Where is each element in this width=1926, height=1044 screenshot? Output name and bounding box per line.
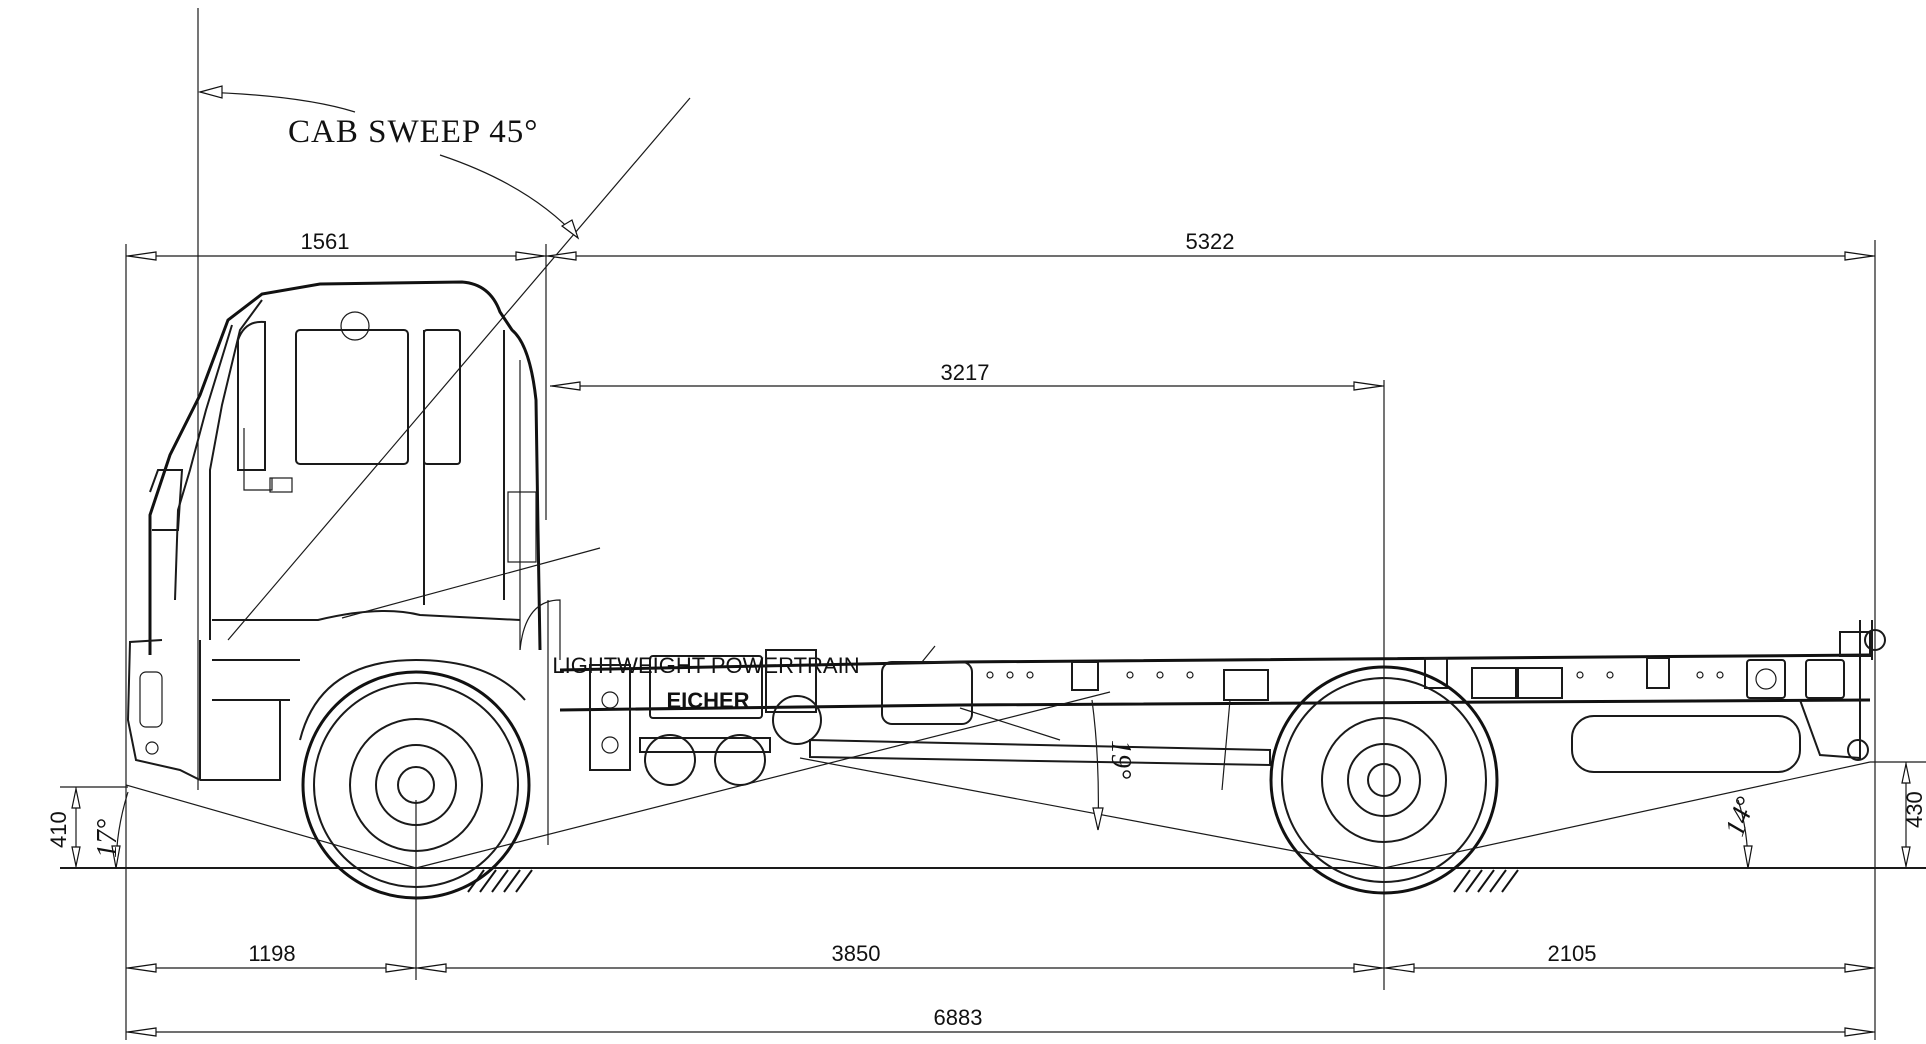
cab-sweep-label: CAB SWEEP 45°	[288, 114, 539, 150]
brand-logo-text: EICHER	[666, 688, 749, 713]
dim-rear-overhang: 2105	[1548, 941, 1597, 966]
reference-lines	[60, 8, 1926, 1040]
rear-wheel	[1269, 665, 1499, 895]
dim-cab-to-rear-axle: 3217	[941, 360, 990, 385]
dim-front-overhang: 1198	[248, 941, 295, 966]
dim-cab-length: 1561	[301, 229, 350, 254]
bottom-dimensions: 1198 3850 2105 6883	[126, 941, 1875, 1037]
cab	[126, 280, 601, 781]
angle-lines: 17° 19° 14°	[92, 691, 1871, 869]
dim-rear-clearance: 430	[1902, 791, 1926, 828]
top-dimension: 1561 5322	[126, 229, 1875, 261]
dim-front-clearance: 410	[46, 811, 71, 848]
front-wheel	[299, 658, 531, 900]
ramp-angle-label: 19°	[1105, 740, 1136, 779]
dim-overall-length: 6883	[934, 1005, 983, 1030]
dim-wheelbase: 3850	[832, 941, 881, 966]
ground-hatch	[467, 869, 1519, 893]
ground-clearance-dims: 410 430	[46, 761, 1926, 868]
departure-angle-label: 14°	[1719, 793, 1762, 840]
cab-sweep-annotation: CAB SWEEP 45°	[197, 85, 580, 240]
chassis-components: LIGHTWEIGHT POWERTRAIN EICHER	[552, 645, 1845, 791]
dim-cab-to-end: 5322	[1186, 229, 1235, 254]
frame-holes	[986, 671, 1724, 679]
cab-to-axle-dimension: 3217	[550, 360, 1384, 391]
approach-angle-label: 17°	[92, 819, 123, 858]
